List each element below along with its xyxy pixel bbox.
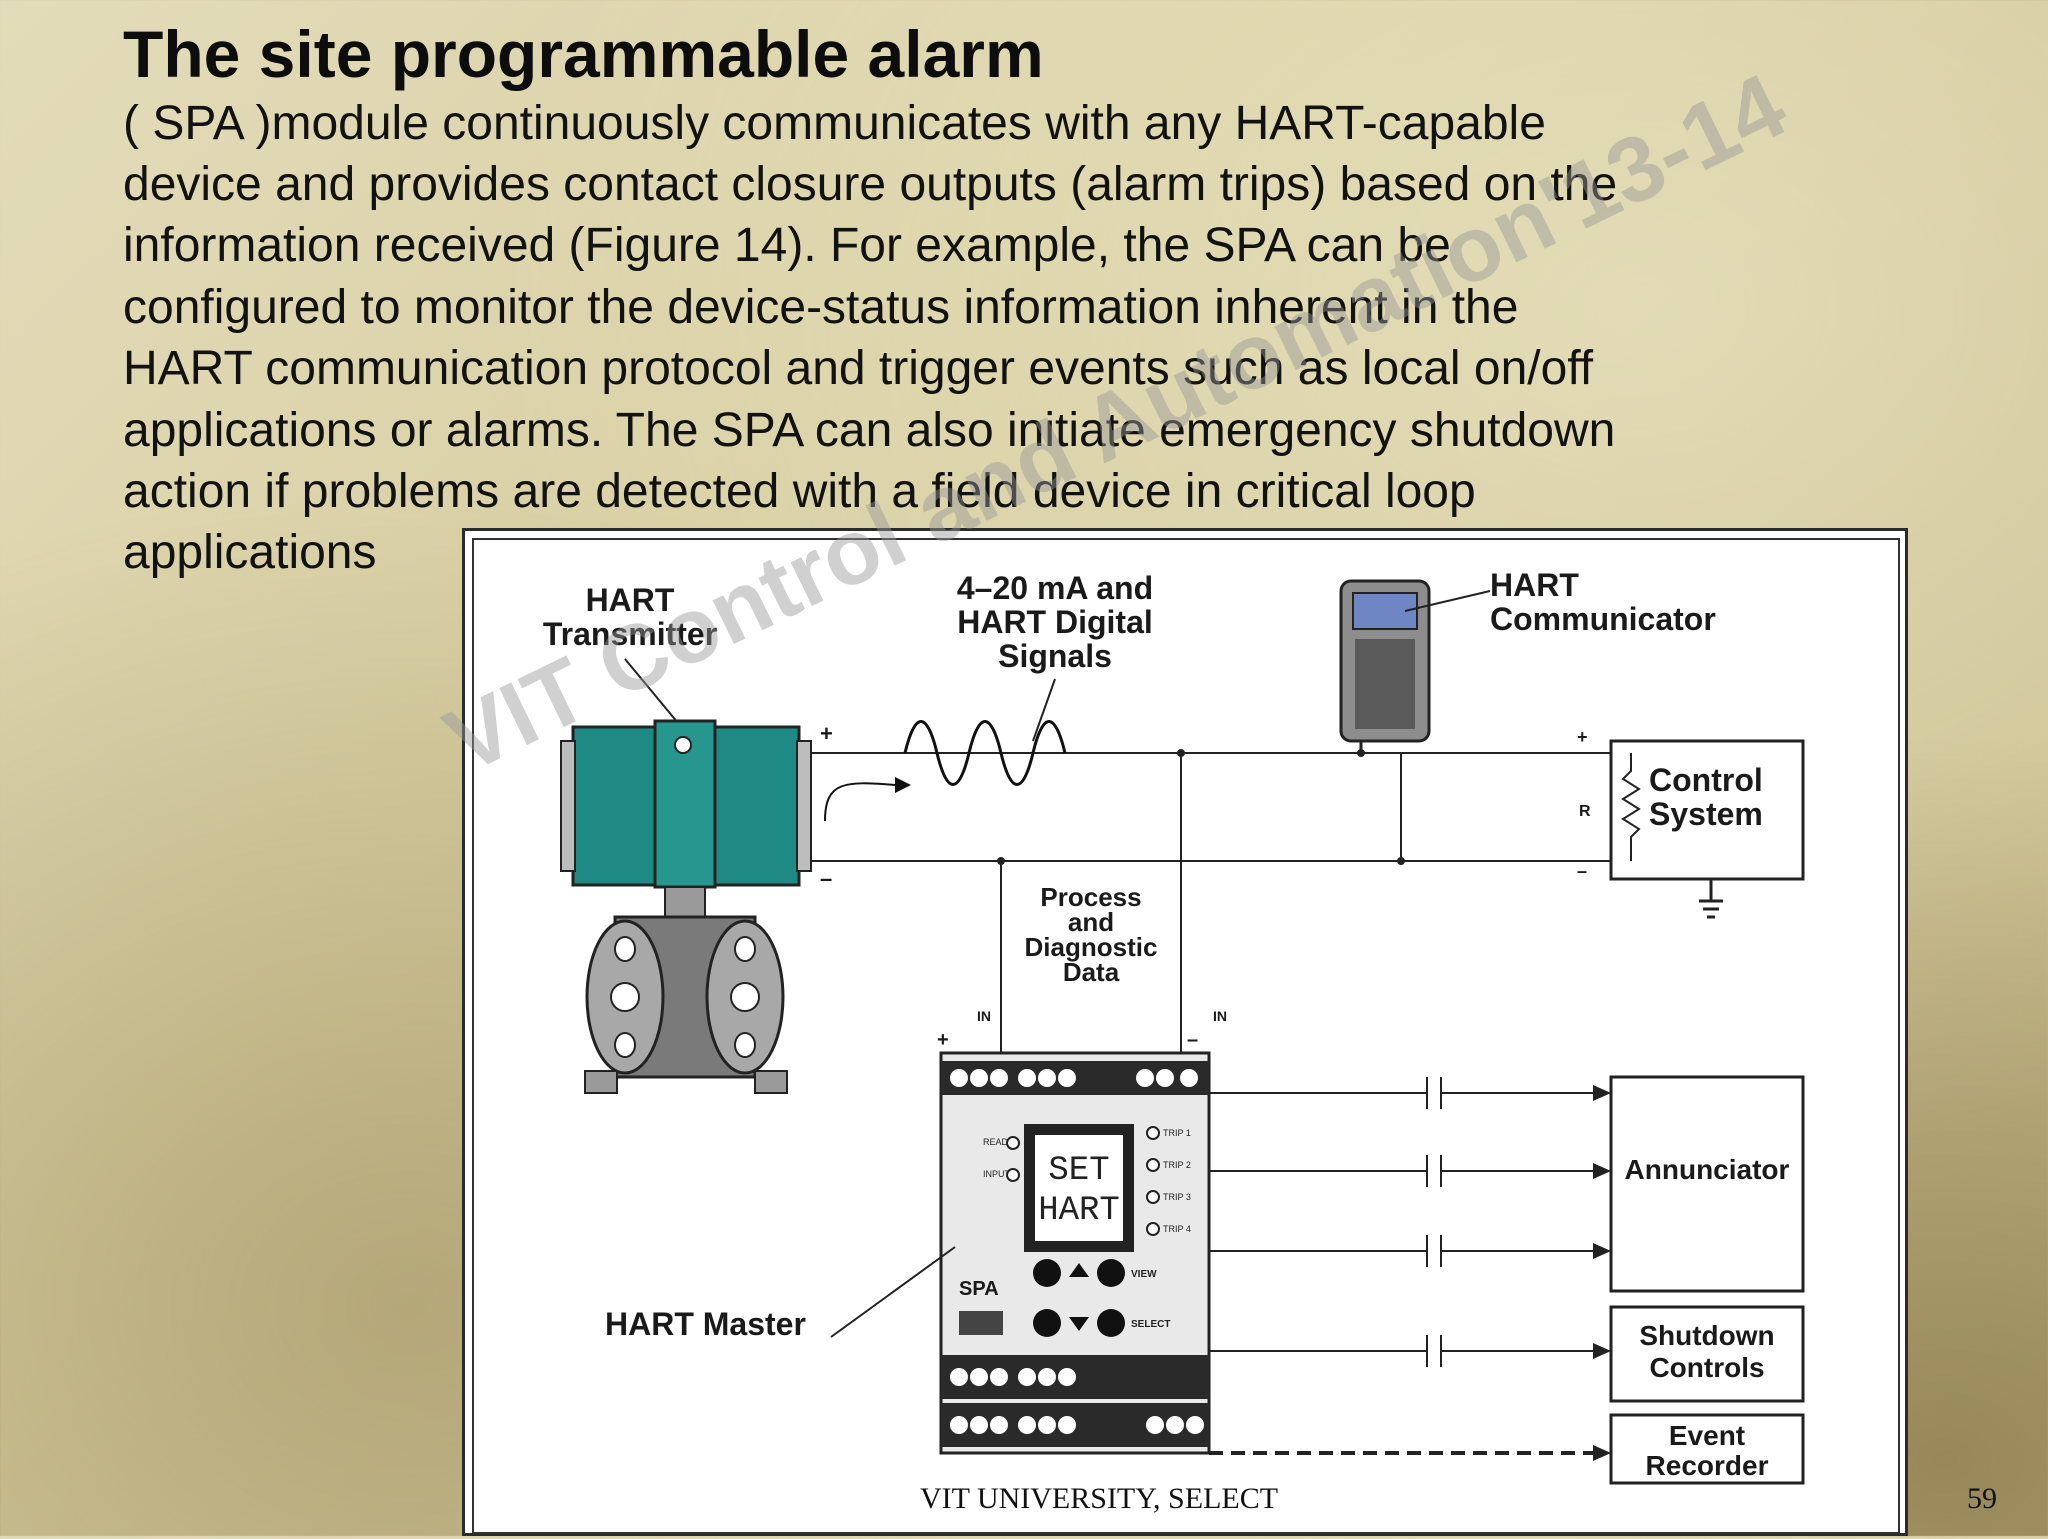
body-line-3: information received (Figure 14). For ex… <box>123 219 1451 272</box>
page-number: 59 <box>1967 1482 1997 1515</box>
inner-frame <box>472 538 1900 1534</box>
spa-minus: – <box>1187 1029 1198 1051</box>
signal-label-line2: HART Digital <box>957 604 1153 640</box>
process-label-line4: Data <box>1063 957 1120 987</box>
spa-display-line1: SET <box>1048 1152 1109 1190</box>
communicator-leader-line <box>1404 590 1491 612</box>
trip-label-1: TRIP 1 <box>1163 1128 1191 1138</box>
process-label-line1: Process <box>1040 882 1141 912</box>
transmitter-leader-line <box>624 658 684 730</box>
event-label-line1: Event <box>1669 1420 1745 1451</box>
manufacturer-logo <box>959 1311 1003 1335</box>
led-trip4-icon <box>1146 1222 1160 1236</box>
control-system-label-line2: System <box>1649 796 1763 832</box>
signal-label-line3: Signals <box>998 638 1112 674</box>
spa-led-label-input: INPUT <box>983 1169 1011 1179</box>
body-line-6: applications or alarms. The SPA can also… <box>123 404 1616 457</box>
in-label-right: IN <box>1213 1008 1227 1024</box>
control-plus: + <box>1577 727 1588 747</box>
ground-icon <box>1699 879 1723 919</box>
annunciator-box <box>1609 1075 1805 1293</box>
down-arrow-icon <box>1069 1317 1089 1331</box>
body-line-4: configured to monitor the device-status … <box>123 281 1519 334</box>
spa-terminals <box>950 1069 1204 1434</box>
in-label-left: IN <box>977 1008 991 1024</box>
control-minus: – <box>1577 861 1587 881</box>
spa-led-label-ready: READY <box>983 1137 1014 1147</box>
hart-signal-wave <box>903 720 1067 786</box>
annunciator-label: Annunciator <box>1625 1154 1790 1185</box>
hart-spa-diagram: HART Transmitter + – <box>472 538 1900 1534</box>
footer-text: VIT UNIVERSITY, SELECT <box>920 1482 1279 1515</box>
trip-label-2: TRIP 2 <box>1163 1160 1191 1170</box>
body-line-7: action if problems are detected with a f… <box>123 465 1476 518</box>
button-label-select: SELECT <box>1131 1319 1170 1330</box>
transmitter-label-line2: Transmitter <box>543 616 717 652</box>
up-arrow-icon <box>1069 1263 1089 1277</box>
slide-title: The site programmable alarm <box>123 17 1044 91</box>
button-label-view: VIEW <box>1131 1269 1157 1280</box>
spa-module <box>939 1051 1211 1455</box>
trip-label-3: TRIP 3 <box>1163 1192 1191 1202</box>
control-system-box <box>1609 739 1805 881</box>
up-button-right <box>1097 1259 1125 1287</box>
spa-plus: + <box>937 1029 949 1051</box>
process-label-line3: Diagnostic <box>1025 932 1158 962</box>
resistor-symbol: R <box>1579 803 1591 820</box>
up-button-left <box>1033 1259 1061 1287</box>
spa-module-label: SPA <box>959 1278 999 1300</box>
arrow-head <box>895 777 911 793</box>
transmitter-icon <box>560 719 812 1094</box>
communicator-icon <box>1339 579 1431 753</box>
spa-display-line2: HART <box>1038 1192 1120 1230</box>
down-button-right <box>1097 1309 1125 1337</box>
loop-plus-left: + <box>820 721 833 746</box>
body-line-5: HART communication protocol and trigger … <box>123 342 1594 395</box>
shutdown-label-line2: Controls <box>1649 1352 1764 1383</box>
led-trip2-icon <box>1146 1158 1160 1172</box>
resistor-icon <box>1621 753 1641 861</box>
signal-direction-arrow <box>824 782 896 822</box>
led-input-icon <box>1006 1168 1020 1182</box>
signal-label-line1: 4–20 mA and <box>957 570 1153 606</box>
output-arrowheads <box>1593 1085 1611 1461</box>
communicator-label-line1: HART <box>1490 567 1579 603</box>
shutdown-label-line1: Shutdown <box>1639 1320 1774 1351</box>
control-system-label-line1: Control <box>1649 762 1763 798</box>
hart-spa-figure: HART Transmitter + – <box>462 528 1908 1536</box>
event-label-line2: Recorder <box>1646 1450 1769 1481</box>
body-line-1: ( SPA )module continuously communicates … <box>123 97 1546 150</box>
relay-output-lines <box>1209 1077 1597 1367</box>
hart-master-label: HART Master <box>605 1306 806 1342</box>
body-line-8: applications <box>123 526 377 579</box>
loop-minus-left: – <box>820 866 832 891</box>
led-ready-icon <box>1006 1136 1020 1150</box>
body-line-2: device and provides contact closure outp… <box>123 158 1618 211</box>
event-recorder-box <box>1609 1413 1805 1485</box>
led-trip3-icon <box>1146 1190 1160 1204</box>
process-label-line2: and <box>1068 907 1114 937</box>
signal-leader-line <box>1032 678 1056 742</box>
down-button-left <box>1033 1309 1061 1337</box>
transmitter-label-line1: HART <box>586 582 675 618</box>
led-trip1-icon <box>1146 1126 1160 1140</box>
trip-label-4: TRIP 4 <box>1163 1224 1191 1234</box>
shutdown-controls-box <box>1609 1305 1805 1403</box>
hart-master-leader-line <box>830 1246 956 1338</box>
communicator-label-line2: Communicator <box>1490 601 1716 637</box>
